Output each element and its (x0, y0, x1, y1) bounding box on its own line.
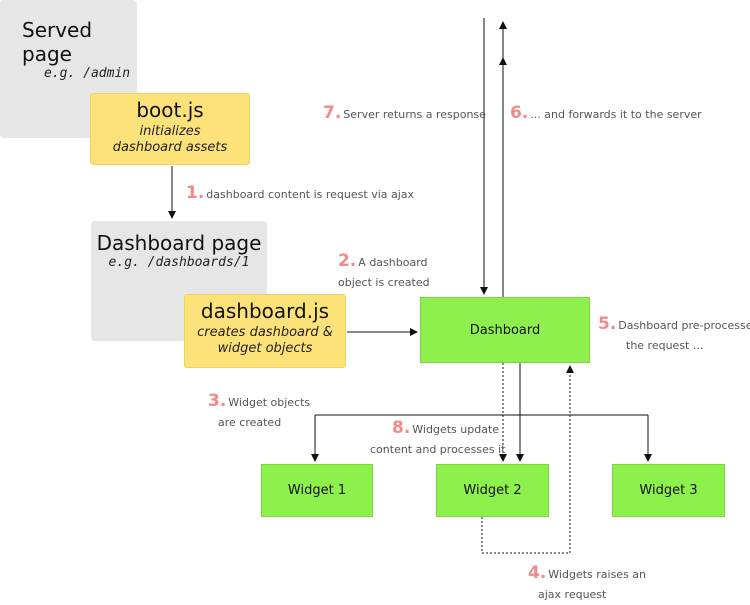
dashboard-box: Dashboard (420, 297, 590, 363)
step-6-number: 6. (510, 103, 529, 123)
dashboard-js-subtitle: creates dashboard & widget objects (197, 325, 333, 356)
step-8-line2: content and processes it (370, 443, 506, 456)
boot-js-subtitle: initializes dashboard assets (112, 124, 228, 155)
step-5-line2: the request ... (626, 339, 704, 352)
boot-js-title: boot.js (136, 98, 204, 122)
step-4-note: 4.Widgets raises an ajax request (528, 563, 646, 605)
step-4-line1: Widgets raises an (548, 568, 647, 581)
step-1-text: dashboard content is request via ajax (206, 188, 415, 201)
dashboard-js-box: dashboard.js creates dashboard & widget … (184, 294, 346, 368)
step-8-number: 8. (392, 418, 411, 438)
served-page-box: Served page e.g. /admin (0, 0, 137, 138)
arrow-widget-ajax-request (481, 365, 574, 554)
step-2-line1: A dashboard (358, 256, 428, 269)
step-3-note: 3.Widget objects are created (208, 391, 310, 433)
widget-3-box: Widget 3 (612, 464, 725, 517)
dashboard-js-title: dashboard.js (200, 299, 330, 323)
widget-3-label: Widget 3 (639, 483, 698, 498)
step-8-note: 8.Widgets update content and processes i… (370, 418, 505, 460)
dashboard-label: Dashboard (469, 322, 541, 338)
step-4-line2: ajax request (538, 588, 607, 601)
step-3-line2: are created (218, 416, 282, 429)
dashboard-page-subtitle: e.g. /dashboards/1 (108, 255, 250, 270)
served-page-subtitle: e.g. /admin (44, 66, 131, 81)
step-4-number: 4. (528, 563, 547, 583)
step-1-number: 1. (186, 183, 205, 203)
step-3-number: 3. (208, 391, 227, 411)
widget-2-label: Widget 2 (463, 483, 522, 498)
widget-1-box: Widget 1 (261, 464, 373, 517)
step-5-number: 5. (598, 314, 617, 334)
step-1-note: 1.dashboard content is request via ajax (186, 183, 414, 205)
widget-2-box: Widget 2 (436, 464, 549, 517)
step-8-line1: Widgets update (412, 423, 500, 436)
served-page-title: Served page (22, 18, 93, 66)
step-3-line1: Widget objects (228, 396, 311, 409)
step-2-number: 2. (338, 251, 357, 271)
step-5-line1: Dashboard pre-processes (618, 319, 750, 332)
step-2-note: 2.A dashboard object is created (338, 251, 430, 293)
step-7-note: 7.Server returns a response (323, 103, 486, 125)
step-6-text: ... and forwards it to the server (530, 108, 702, 121)
step-2-line2: object is created (338, 276, 430, 289)
step-7-number: 7. (323, 103, 342, 123)
step-7-text: Server returns a response (343, 108, 486, 121)
dashboard-page-title: Dashboard page (96, 231, 262, 255)
step-6-note: 6.... and forwards it to the server (510, 103, 702, 125)
step-5-note: 5.Dashboard pre-processes the request ..… (598, 314, 750, 356)
boot-js-box: boot.js initializes dashboard assets (90, 93, 250, 165)
widget-1-label: Widget 1 (287, 483, 347, 498)
